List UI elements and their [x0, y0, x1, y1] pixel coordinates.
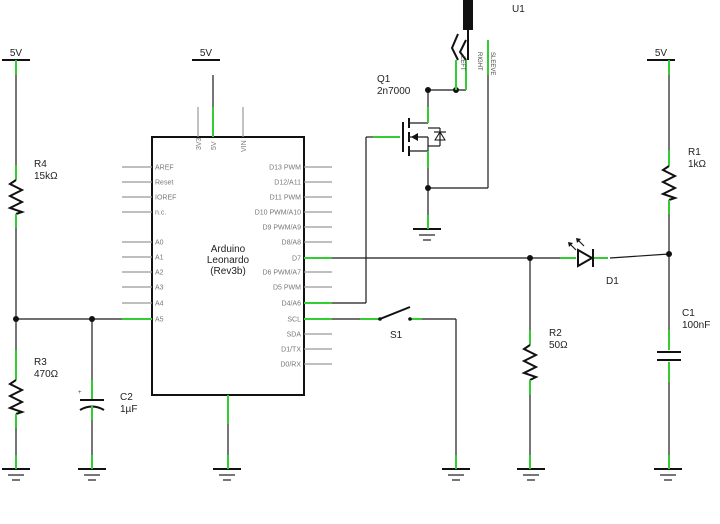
- junctions: [13, 87, 672, 322]
- resistor-r2: R2 50Ω: [521, 328, 568, 469]
- u1-left-label: LEFT: [459, 56, 465, 71]
- ground-s1: [442, 468, 470, 481]
- vcc-left: 5V: [2, 48, 30, 61]
- ground-r2: [517, 468, 545, 481]
- vcc-right: 5V: [647, 48, 675, 61]
- c2-ref: C2: [120, 392, 133, 403]
- pin-label-left: A5: [155, 317, 164, 324]
- u1-right-label: RIGHT: [476, 52, 482, 71]
- arduino-name-2: Leonardo: [207, 255, 250, 266]
- r1-value: 1kΩ: [688, 159, 707, 170]
- capacitor-c1: C1 100nF: [657, 308, 710, 469]
- pin-label-right: D10 PWM/A10: [255, 210, 301, 217]
- q1-value: 2n7000: [377, 86, 411, 97]
- vcc-label: 5V: [655, 48, 668, 59]
- pin-label-right: D11 PWM: [270, 195, 302, 202]
- right-pin-stubs: [304, 166, 332, 365]
- r4-value: 15kΩ: [34, 171, 58, 182]
- u1-ref: U1: [512, 4, 525, 15]
- c1-value: 100nF: [682, 320, 710, 331]
- left-pin-stubs: [122, 166, 152, 320]
- arduino-name-3: (Rev3b): [210, 266, 246, 277]
- pin-vin: VIN: [241, 140, 248, 152]
- ground-c2: [78, 468, 106, 481]
- ground-symbols: [2, 228, 682, 481]
- pin-label-left: AREF: [155, 165, 174, 172]
- r2-ref: R2: [549, 328, 562, 339]
- s1-ref: S1: [390, 330, 403, 341]
- audio-jack-u1: LEFT RIGHT SLEEVE U1: [450, 0, 525, 90]
- mosfet-q1: Q1 2n7000: [373, 74, 446, 229]
- pin-label-right: D8/A8: [282, 240, 302, 247]
- vcc-label: 5V: [10, 48, 23, 59]
- r4-ref: R4: [34, 159, 47, 170]
- pin-3v3: 3V3: [196, 137, 203, 150]
- pin-label-left: n.c.: [155, 210, 166, 217]
- pin-label-right: D1/TX: [281, 347, 301, 354]
- pin-label-right: D7: [292, 256, 301, 263]
- capacitor-c2: + C2 1µF: [78, 380, 137, 469]
- d1-ref: D1: [606, 276, 619, 287]
- c2-plus: +: [78, 390, 82, 396]
- pin-label-left: A3: [155, 285, 164, 292]
- c1-ref: C1: [682, 308, 695, 319]
- pin-label-left: IOREF: [155, 195, 176, 202]
- pin-label-right: D12/A11: [274, 180, 301, 187]
- pin-label-right: D4/A6: [282, 301, 302, 308]
- pin-label-right: SDA: [287, 332, 302, 339]
- r2-value: 50Ω: [549, 340, 568, 351]
- ground-r3: [2, 468, 30, 481]
- ground-arduino: [213, 468, 241, 481]
- pin-label-right: D9 PWM/A9: [262, 225, 301, 232]
- pin-label-left: A0: [155, 240, 164, 247]
- pin-label-left: Reset: [155, 180, 173, 187]
- ground-c1: [654, 468, 682, 481]
- vcc-label: 5V: [200, 48, 213, 59]
- pin-5v: 5V: [211, 141, 218, 150]
- switch-s1: S1: [360, 306, 457, 469]
- led-d1: D1: [560, 238, 619, 287]
- pin-label-right: SCL: [287, 317, 301, 324]
- u1-sleeve-label: SLEEVE: [489, 52, 495, 75]
- resistor-r3: R3 470Ω: [7, 350, 59, 469]
- pin-label-left: A1: [155, 255, 164, 262]
- resistor-r4: R4 15kΩ: [7, 159, 58, 228]
- vcc-arduino: 5V: [192, 48, 220, 61]
- wires: [15, 75, 670, 455]
- pin-label-left: A4: [155, 301, 164, 308]
- r3-value: 470Ω: [34, 369, 59, 380]
- arduino-leonardo: Arduino Leonardo (Rev3b) 3V3 5V VIN AREF…: [122, 107, 332, 469]
- r1-ref: R1: [688, 147, 701, 158]
- pin-label-right: D0/RX: [280, 362, 301, 369]
- resistor-r1: R1 1kΩ: [660, 60, 707, 214]
- ground-q1: [413, 228, 441, 241]
- r3-ref: R3: [34, 357, 47, 368]
- pin-label-right: D13 PWM: [269, 165, 301, 172]
- pin-label-left: A2: [155, 270, 164, 277]
- pin-label-right: D5 PWM: [273, 285, 301, 292]
- arduino-name-1: Arduino: [211, 244, 246, 255]
- pin-label-right: D6 PWM/A7: [262, 270, 301, 277]
- q1-ref: Q1: [377, 74, 391, 85]
- c2-value: 1µF: [120, 404, 137, 415]
